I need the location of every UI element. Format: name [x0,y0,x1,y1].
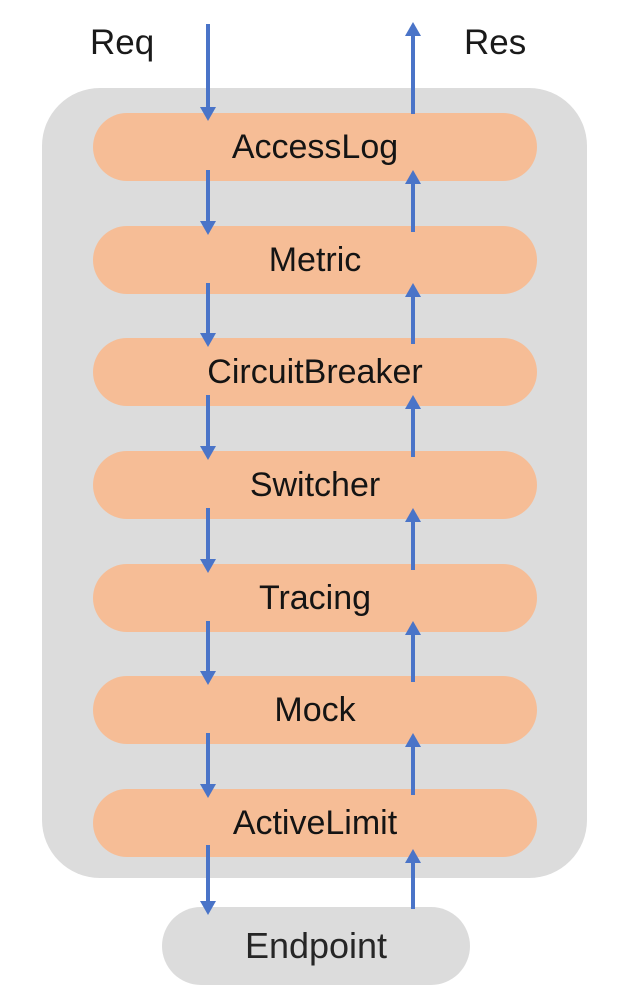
request-label: Req [90,23,155,62]
middleware-pill-switcher: Switcher [93,451,537,519]
middleware-pill-tracing: Tracing [93,564,537,632]
endpoint-node: Endpoint [162,907,470,985]
response-label: Res [464,23,527,62]
middleware-pill-accesslog: AccessLog [93,113,537,181]
middleware-pill-activelimit: ActiveLimit [93,789,537,857]
middleware-pill-mock: Mock [93,676,537,744]
middleware-pill-metric: Metric [93,226,537,294]
middleware-pill-circuitbreaker: CircuitBreaker [93,338,537,406]
